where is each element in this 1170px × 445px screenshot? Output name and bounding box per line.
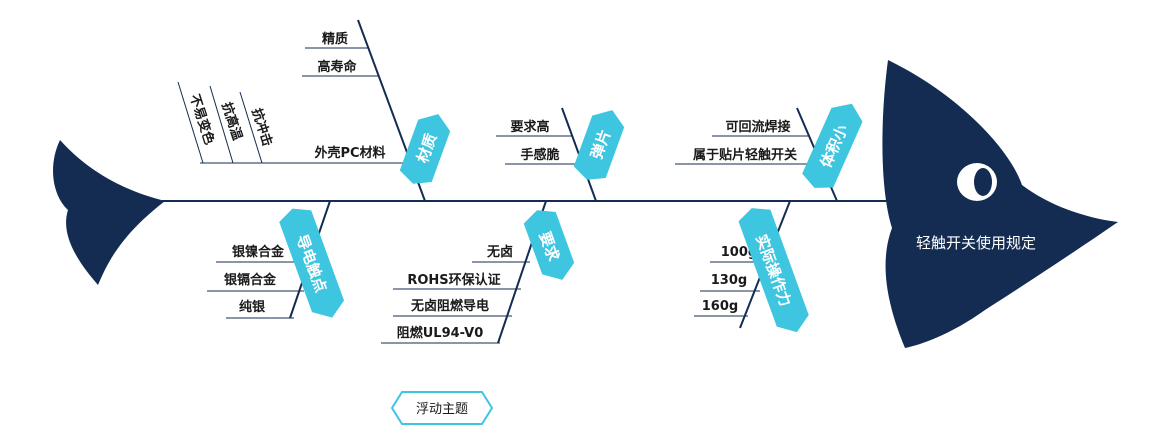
category-force: 实际操作力 <box>738 208 809 333</box>
category-material: 材质 <box>399 114 451 184</box>
material-sub-3: 抗冲击 <box>248 106 275 148</box>
category-contact: 导电触点 <box>279 208 345 318</box>
fish-eye-pupil <box>974 168 992 196</box>
material-item-3: 外壳PC材料 <box>313 145 385 161</box>
contact-item-3: 纯银 <box>239 299 266 315</box>
subrib-2 <box>209 85 234 164</box>
contact-item-2: 银镉合金 <box>224 272 277 288</box>
material-item-1: 精质 <box>322 31 348 47</box>
fish-head <box>882 60 1118 348</box>
requirement-item-1: 无卤 <box>486 244 513 260</box>
force-item-3: 160g <box>702 299 738 314</box>
material-sub-1: 不易变色 <box>186 92 217 146</box>
category-requirement: 要求 <box>523 210 575 280</box>
category-spring: 弹片 <box>573 110 625 180</box>
volume-item-1: 可回流焊接 <box>725 119 790 135</box>
material-sub-2: 抗高温 <box>218 100 245 142</box>
floating-topic[interactable]: 浮动主题 <box>390 391 494 425</box>
category-volume: 体积小 <box>802 103 863 188</box>
floating-topic-label: 浮动主题 <box>416 402 468 417</box>
force-item-1: 100g <box>721 245 757 260</box>
volume-item-2: 属于贴片轻触开关 <box>693 147 797 163</box>
material-item-2: 高寿命 <box>317 59 357 75</box>
subrib-3 <box>239 91 263 164</box>
force-item-2: 130g <box>711 273 747 288</box>
requirement-item-4: 阻燃UL94-V0 <box>397 325 484 341</box>
fish-tail <box>53 140 165 285</box>
head-label: 轻触开关使用规定 <box>916 234 1036 252</box>
subrib-1 <box>177 81 204 164</box>
spring-item-1: 要求高 <box>510 119 549 135</box>
requirement-item-2: ROHS环保认证 <box>407 272 500 288</box>
requirement-item-3: 无卤阻燃导电 <box>410 298 489 314</box>
contact-item-1: 银镍合金 <box>232 244 285 260</box>
spring-item-2: 手感脆 <box>520 147 559 163</box>
